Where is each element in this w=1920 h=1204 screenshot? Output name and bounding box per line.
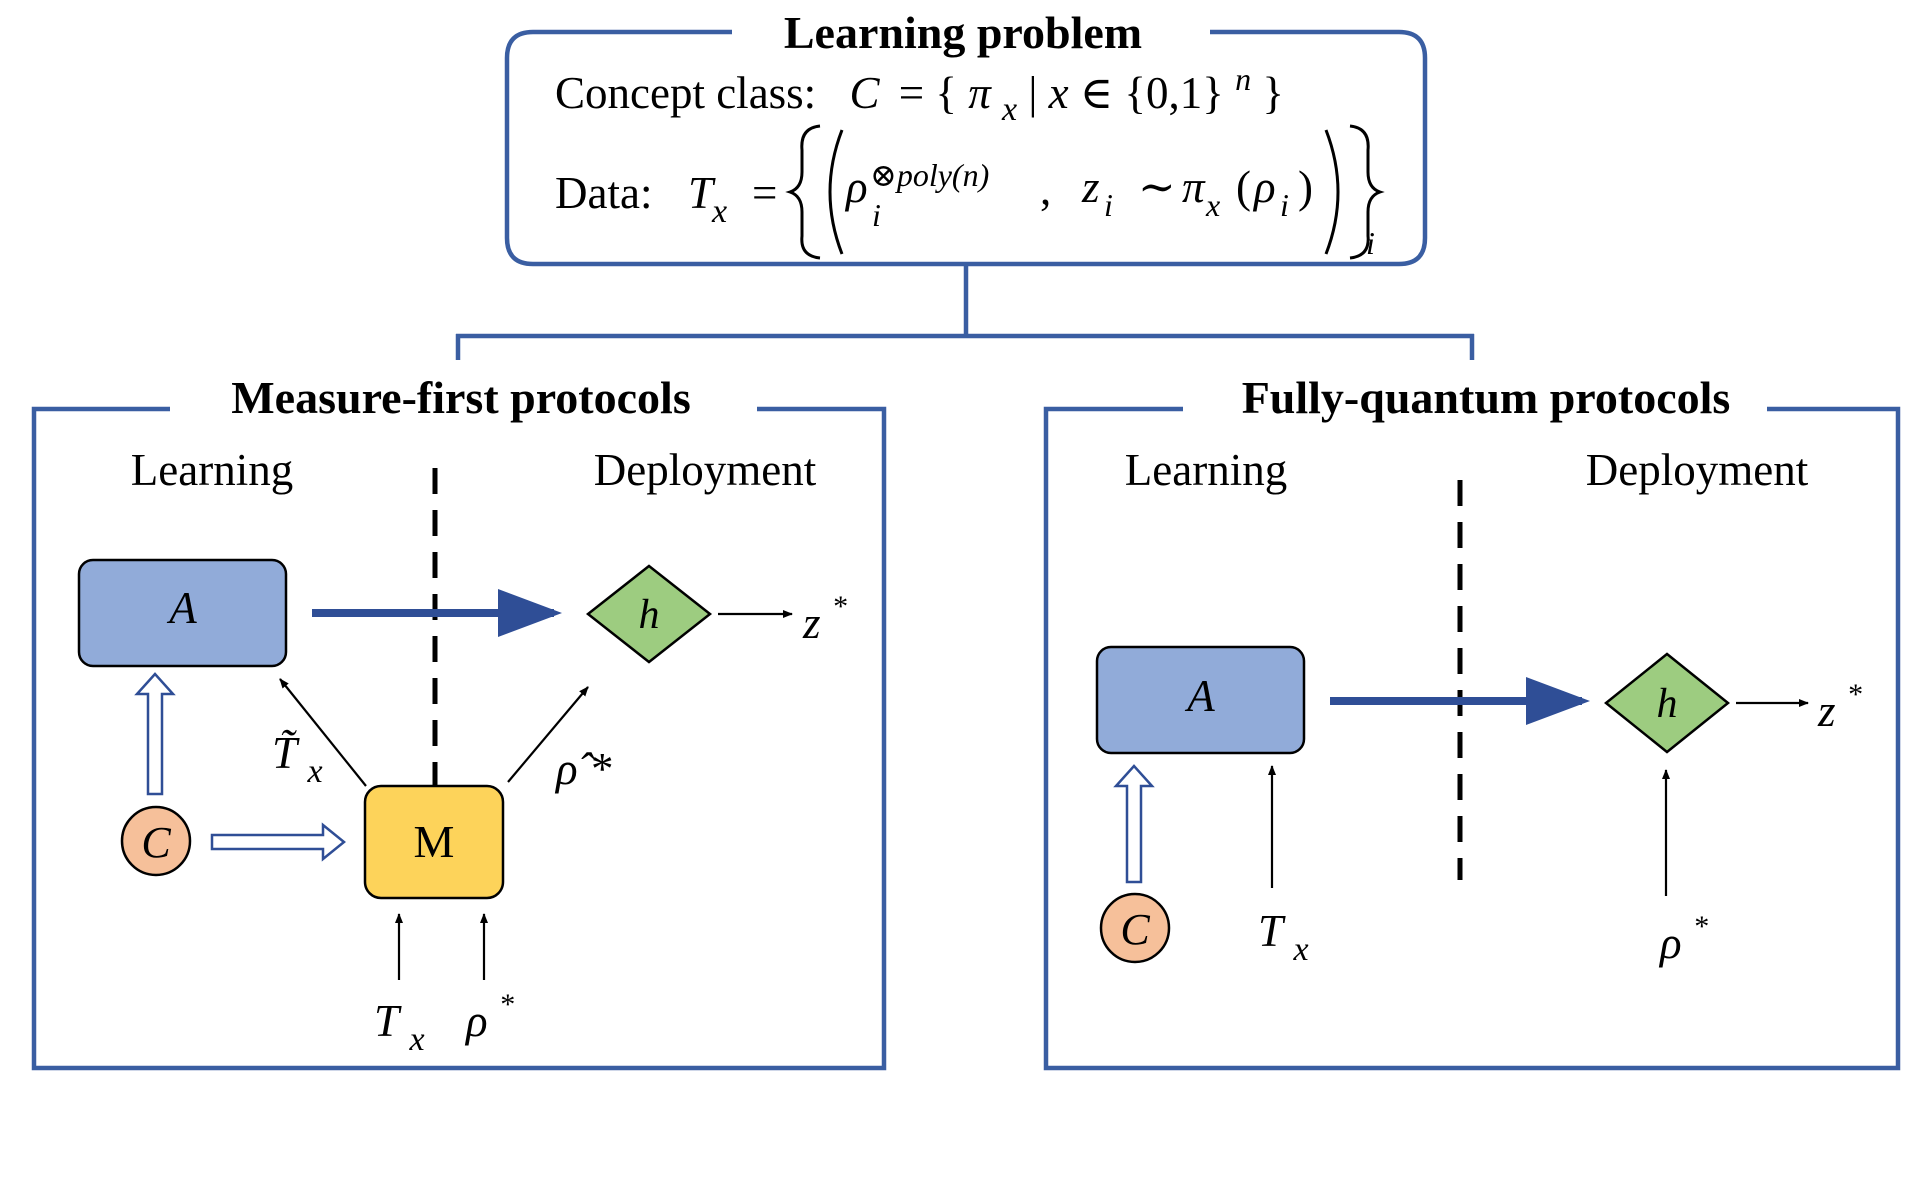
right-output-star: * [1847,678,1862,711]
fully-quantum-frame [1043,406,1901,1071]
data-outer-sub: i [1366,225,1375,261]
right-algorithm-box [1095,645,1306,755]
concept-class-bar: | [1028,68,1048,118]
right-output-z: z [1817,686,1836,736]
fully-quantum-title: Fully-quantum protocols [1242,372,1731,423]
left-tilde-T: T̃ [272,728,300,778]
left-output-label: z * [802,590,847,648]
measure-first-frame [31,406,887,1071]
left-hypothesis-diamond [585,564,713,664]
right-algorithm-label: A [1184,671,1215,721]
left-output-star: * [832,590,847,623]
data-z-sub: i [1104,187,1113,223]
left-input-rho-star: * [499,988,514,1021]
left-algorithm-label: A [166,583,197,633]
right-input-T-label: T x [1258,906,1309,968]
data-rho2-sub: i [1280,187,1289,223]
concept-class-x: x [1048,68,1069,118]
left-concept-to-algorithm-arrow [134,672,176,796]
left-algorithm-box [77,558,288,668]
left-concept-to-measure-arrow [210,822,346,862]
learning-problem-frame [504,29,1428,267]
data-paren-left [828,129,844,255]
left-measure-to-algorithm-arrow [279,678,367,787]
left-rho-hat-label: ρ̂ * [554,744,612,794]
concept-class-line: Concept class: C = { π x | x ∈ {0,1} n } [555,50,1284,130]
concept-class-sup: n [1235,61,1251,97]
learning-problem-panel: Learning problem Concept class: C = { π … [504,7,1428,267]
right-learning-label: Learning [1125,445,1287,495]
left-measure-box [363,784,505,900]
right-concept-label: C [1120,905,1150,954]
left-concept-label: C [141,818,171,867]
data-comma: , [1040,164,1051,214]
right-deployment-label: Deployment [1586,445,1809,495]
data-brace-left [785,124,821,260]
learning-problem-title: Learning problem [784,7,1142,58]
data-pi-sub: x [1205,187,1220,223]
concept-class-pi: π [968,68,992,118]
data-eq: = [752,168,777,218]
left-hypothesis-label: h [639,592,660,638]
data-z: z [1081,162,1100,212]
left-learning-label: Learning [131,445,293,495]
data-paren-inner-open: ( [1236,162,1251,212]
data-T: T [688,168,716,218]
right-input-T: T [1258,906,1286,956]
measure-first-title: Measure-first protocols [231,372,690,423]
right-input-T-sub: x [1292,931,1308,968]
data-paren-inner-close: ) [1298,162,1313,212]
data-rho2: ρ [1252,162,1276,212]
right-concept-to-algorithm-arrow [1113,764,1155,884]
tree-connector [455,264,1475,360]
concept-class-eq: = { [899,68,957,118]
left-tilde-T-sub: x [306,753,322,790]
left-measure-label: M [414,816,455,867]
data-rho: ρ [844,162,868,212]
left-input-rho-label: ρ * [464,988,514,1046]
left-input-T-label: T x [374,996,425,1058]
data-paren-right [1324,129,1340,255]
concept-class-close: } [1262,68,1284,118]
data-label: Data: [555,168,652,218]
fully-quantum-panel: Fully-quantum protocols Learning Deploym… [1043,372,1901,1071]
concept-class-symbol: C [849,68,880,118]
left-output-z: z [802,598,821,648]
right-concept-circle [1099,892,1171,964]
data-rho-sub: i [872,197,881,233]
data-pi: π [1182,162,1206,212]
right-input-rho-label: ρ * [1658,910,1708,968]
concept-class-label: Concept class: [555,68,816,118]
right-output-label: z * [1817,678,1862,736]
left-input-rho: ρ [464,996,488,1046]
left-concept-circle [120,805,192,877]
left-deployment-label: Deployment [594,445,817,495]
right-input-rho: ρ [1658,918,1682,968]
data-rho-sup: ⊗poly(n) [870,157,989,193]
data-line: Data: T x = ρ i ⊗poly(n) , z i ∼ π x ( ρ… [555,124,1385,261]
data-brace-right [1349,124,1385,260]
left-input-T: T [374,996,402,1046]
concept-class-set: ∈ {0,1} [1080,68,1224,118]
concept-class-pi-sub: x [1001,91,1017,128]
left-input-T-sub: x [408,1021,424,1058]
data-tilde: ∼ [1138,162,1176,212]
right-input-rho-star: * [1693,910,1708,943]
measure-first-panel: Measure-first protocols Learning Deploym… [31,372,887,1071]
right-hypothesis-label: h [1657,681,1678,727]
data-T-sub: x [711,193,727,230]
right-hypothesis-diamond [1604,652,1730,754]
left-tilde-T-label: T̃ x [272,728,323,790]
left-measure-to-hypothesis-arrow [507,686,589,783]
